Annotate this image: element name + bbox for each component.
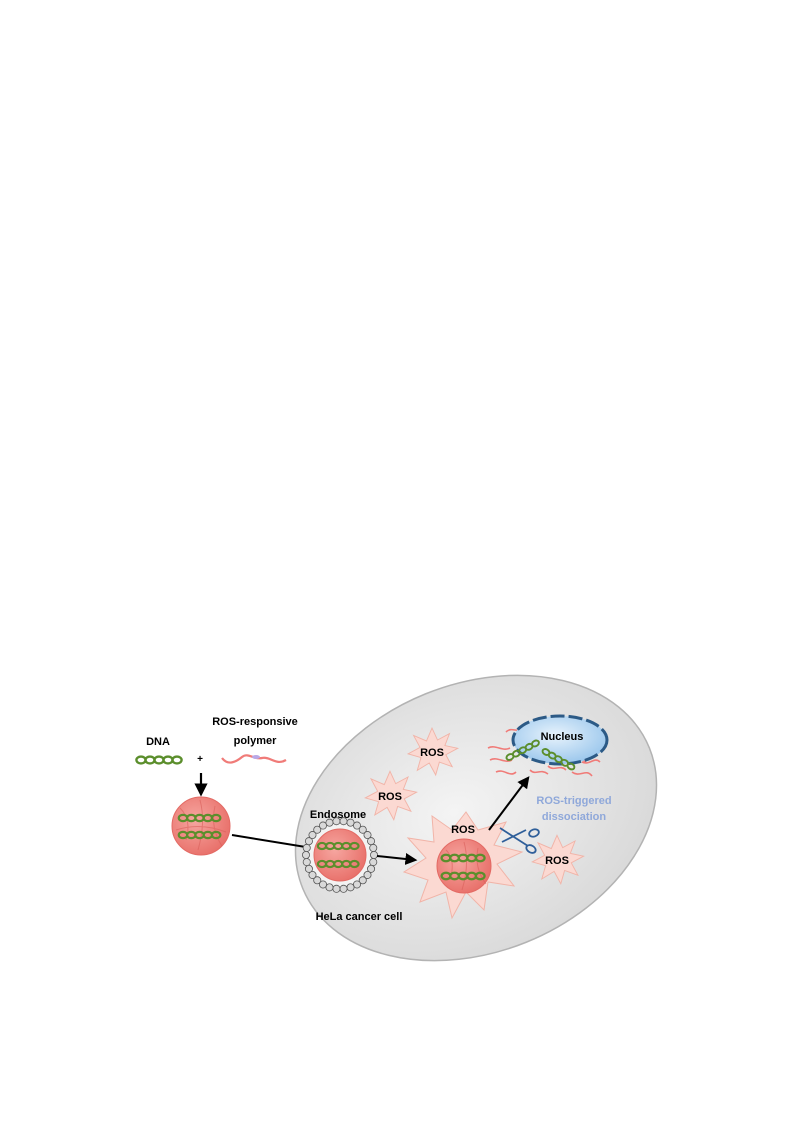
endosome-membrane-bead [369, 858, 378, 867]
nuclear-delivery-arrow [488, 776, 530, 831]
dna-label: DNA [146, 736, 170, 748]
endosome-membrane-bead [367, 864, 376, 873]
endosome-membrane-bead [352, 821, 361, 830]
polymer-chain-icon [221, 754, 287, 764]
cell-label: HeLa cancer cell [316, 911, 403, 923]
dissociation-label-line1: ROS-triggered [536, 795, 611, 807]
endosome-membrane-bead [367, 837, 376, 846]
endosome-membrane-bead [304, 837, 313, 846]
endosome-membrane-bead [363, 831, 372, 840]
endosome-membrane-bead [352, 880, 361, 889]
polyplex-nanoparticle [171, 796, 231, 856]
dissociation-label-line2: dissociation [542, 811, 606, 823]
endosome-membrane-bead [308, 870, 317, 879]
endosome-membrane-bead [318, 880, 327, 889]
ros-label-center: ROS [451, 824, 475, 836]
endosome-membrane-bead [304, 864, 313, 873]
polymer-label-line1: ROS-responsive [212, 716, 298, 728]
endosome-membrane-bead [325, 883, 334, 892]
endosome-membrane-bead [358, 825, 367, 834]
endosome-membrane-bead [332, 884, 341, 893]
endosome-membrane-bead [358, 876, 367, 885]
endosome-membrane-bead [308, 831, 317, 840]
endosome-membrane-bead [346, 818, 355, 827]
endosome-membrane-bead [302, 843, 311, 852]
endosome-membrane-bead [325, 818, 334, 827]
endosome-membrane-bead [318, 821, 327, 830]
endosome-membrane-bead [363, 870, 372, 879]
endosome-membrane-bead [313, 825, 322, 834]
ros-label-left: ROS [378, 791, 402, 803]
ros-label-right: ROS [545, 855, 569, 867]
endosome-membrane-bead [302, 858, 311, 867]
ros-label-upper: ROS [420, 747, 444, 759]
endosome-membrane-bead [313, 876, 322, 885]
polymer-label-line2: polymer [234, 735, 278, 747]
dna-helix-icon [136, 757, 181, 764]
plus-sign: + [197, 754, 203, 765]
endosome-membrane-bead [369, 851, 378, 860]
nucleus-label: Nucleus [541, 731, 584, 743]
endosome-membrane-bead [332, 817, 341, 826]
endosome-membrane-bead [346, 883, 355, 892]
endosome-membrane-bead [369, 843, 378, 852]
endosome-membrane-bead [339, 884, 348, 893]
escaped-nanoparticle [436, 838, 492, 894]
endosome-membrane-bead [339, 817, 348, 826]
endosome-label: Endosome [310, 809, 366, 821]
scissors-icon [499, 827, 540, 854]
escape-arrow [376, 853, 418, 865]
endosome-membrane-bead [301, 851, 310, 860]
endosome-cargo [313, 828, 367, 882]
nucleus [511, 714, 609, 766]
